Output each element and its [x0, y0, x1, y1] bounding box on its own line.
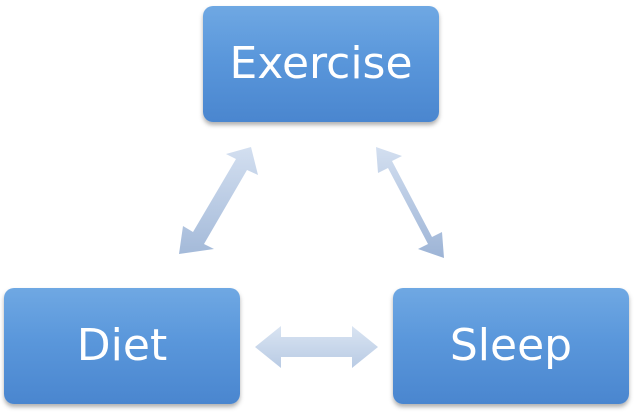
- arrow-exercise-sleep: [376, 147, 444, 258]
- exercise-label: Exercise: [229, 38, 413, 89]
- exercise-node: Exercise: [203, 6, 439, 122]
- diet-label: Diet: [76, 320, 168, 371]
- arrow-diet-sleep: [255, 326, 378, 368]
- sleep-node: Sleep: [393, 288, 629, 404]
- diet-node: Diet: [4, 288, 240, 404]
- sleep-label: Sleep: [449, 320, 573, 371]
- arrow-exercise-diet: [179, 147, 258, 254]
